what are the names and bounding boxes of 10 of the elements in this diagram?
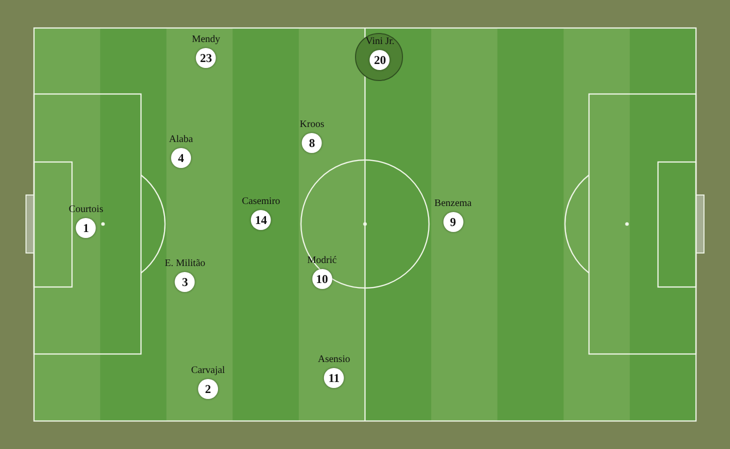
player-name: Carvajal [191,365,225,377]
player-name: Alaba [169,134,193,146]
player-number-marker: 20 [370,50,390,70]
player-name: Asensio [318,354,350,366]
player-name: E. Militão [164,258,206,270]
player-name: Kroos [300,119,324,131]
player-name: Mendy [192,34,220,46]
player-name: Benzema [434,198,472,210]
player-name: Casemiro [242,196,280,208]
player-name: Vini Jr. [366,36,394,48]
